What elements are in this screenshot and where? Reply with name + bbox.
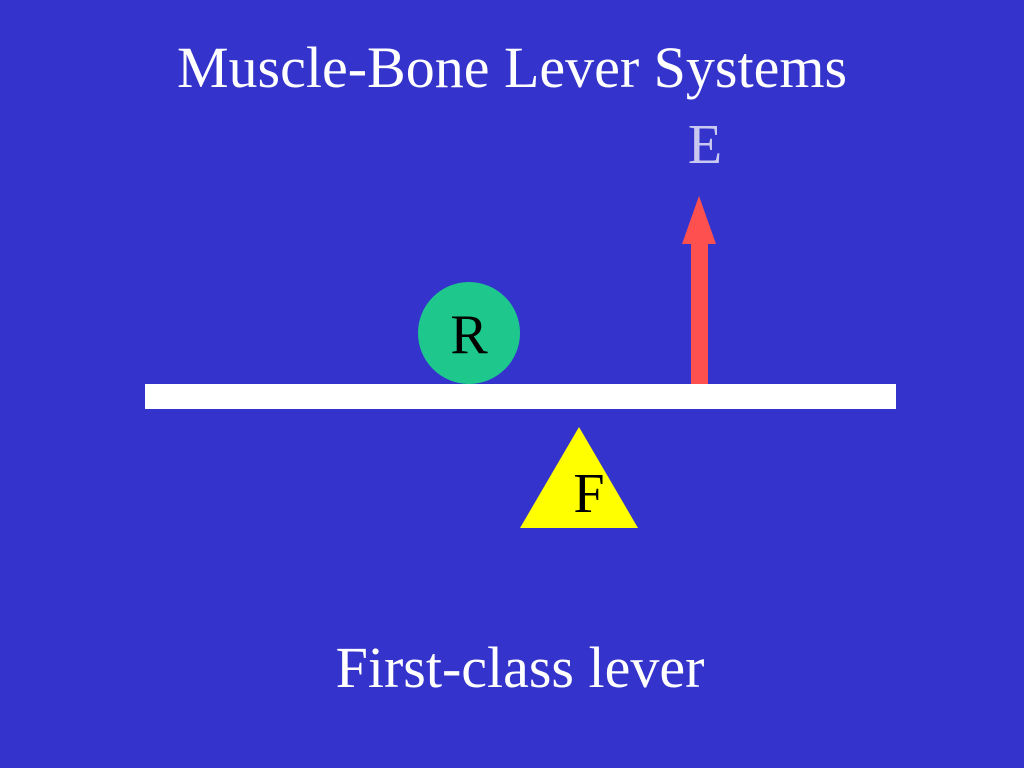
slide-title: Muscle-Bone Lever Systems [176,35,848,100]
fulcrum-label: F [573,463,605,525]
resistance-label: R [450,304,488,366]
lever-beam [145,384,896,409]
effort-arrow-shaft [691,240,708,385]
effort-label: E [687,114,723,176]
fulcrum-triangle [520,427,638,528]
slide-caption: First-class lever [335,635,705,700]
effort-arrow-head [682,196,716,244]
resistance-circle: R [418,282,520,384]
